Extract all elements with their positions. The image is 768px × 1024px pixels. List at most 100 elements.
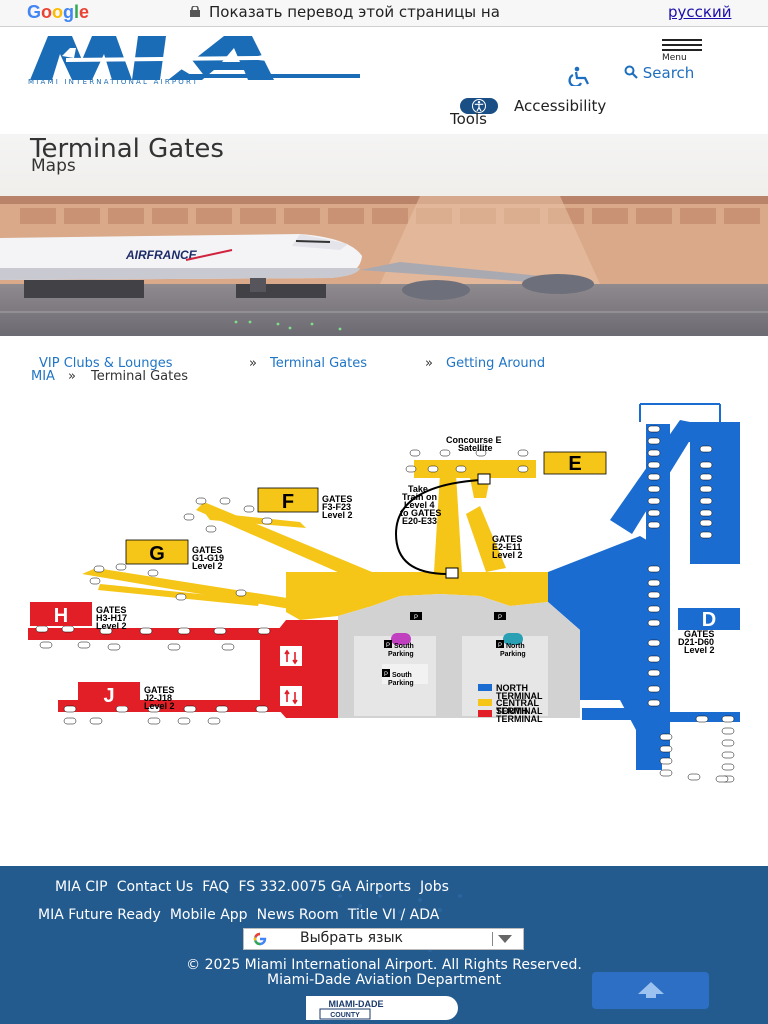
footer-link-mobile-app[interactable]: Mobile App — [169, 907, 248, 923]
gates-e-line1: GATES — [492, 534, 522, 544]
county-logo-line2: COUNTY — [330, 1012, 360, 1019]
parking-label-north: North — [506, 643, 525, 650]
breadcrumb-link-getting-around[interactable]: Getting Around — [446, 356, 546, 371]
chevron-down-icon — [498, 935, 512, 943]
breadcrumb-separator: » — [249, 356, 257, 371]
svg-text:P: P — [386, 643, 390, 649]
accessibility-person-icon — [472, 99, 486, 113]
mia-logo[interactable]: MIAMI INTERNATIONAL AIRPORT — [26, 34, 360, 90]
copyright-text: © 2025 Miami International Airport. All … — [186, 957, 582, 973]
concourse-letter-h: H — [54, 605, 68, 627]
search-icon — [624, 65, 638, 79]
gates-g-line3: Level 2 — [192, 561, 223, 571]
legend-central-2: TERMINAL — [496, 706, 543, 716]
legend-north-1: NORTH — [496, 683, 528, 693]
terminal-map-graphic: P South Parking P North Parking P South … — [28, 400, 740, 785]
county-logo-graphic: MIAMI-DADE COUNTY — [306, 996, 458, 1020]
legend-north-2: TERMINAL — [496, 691, 543, 701]
footer-link-title-vi-ada[interactable]: Title VI / ADA — [347, 907, 440, 923]
parking-labels: P South Parking P North Parking P South … — [382, 633, 526, 687]
breadcrumb-separator: » — [425, 356, 433, 371]
concourse-e-satellite-title: Concourse E — [446, 435, 502, 445]
svg-text:P: P — [384, 672, 388, 678]
legend-central-1: CENTRAL — [496, 698, 539, 708]
train-note-3: Level 4 — [404, 500, 435, 510]
legend-south-1: SOUTH — [496, 706, 528, 716]
language-select-label: Выбрать язык — [300, 930, 403, 946]
footer-links-row-2: MIA Future Ready Mobile App News Room Ti… — [38, 904, 439, 923]
concourse-letter-e: E — [568, 453, 581, 475]
footer-link-faq[interactable]: FAQ — [202, 879, 230, 895]
gates-g-line1: GATES — [192, 545, 222, 555]
gates-d-line2: D21-D60 — [678, 637, 714, 647]
back-to-top-button[interactable] — [592, 972, 709, 1009]
miami-dade-county-logo[interactable]: MIAMI-DADE COUNTY — [306, 996, 462, 1020]
train-note-5: E20-E33 — [402, 516, 437, 526]
parking-label-north-line2: Parking — [500, 651, 526, 658]
search-label: Search — [642, 64, 695, 82]
gates-e-line2: E2-E11 — [492, 542, 522, 552]
search-link[interactable]: Search — [624, 64, 694, 82]
county-logo-line1: MIAMI-DADE — [329, 999, 384, 1009]
gates-h-line1: GATES — [96, 605, 126, 615]
breadcrumb-link-terminal-gates[interactable]: Terminal Gates — [270, 356, 367, 371]
train-note-4: to GATES — [400, 508, 441, 518]
gates-j-line2: J2-J18 — [144, 693, 172, 703]
svg-text:P: P — [498, 643, 502, 649]
lock-icon — [190, 6, 200, 17]
translate-language-link[interactable]: русский — [668, 3, 732, 21]
logo-subtitle: MIAMI INTERNATIONAL AIRPORT — [28, 78, 200, 86]
breadcrumb-link-vip[interactable]: VIP Clubs & Lounges — [39, 356, 173, 371]
google-logo: Google — [27, 2, 90, 22]
accessibility-tools-label[interactable]: Tools — [450, 110, 487, 128]
accessibility-icon[interactable] — [460, 98, 498, 114]
department-text: Miami-Dade Aviation Department — [267, 972, 501, 988]
footer-link-contact-us[interactable]: Contact Us — [116, 879, 194, 895]
gates-d-line3: Level 2 — [684, 645, 715, 655]
parking-label-south-2-line2: Parking — [388, 680, 414, 687]
gates-f-line3: Level 2 — [322, 510, 353, 520]
concourse-letter-g: G — [149, 543, 165, 565]
menu-label: Menu — [662, 53, 687, 63]
parking-label-south-2: South — [392, 672, 412, 679]
concourse-letter-f: F — [282, 491, 294, 513]
translate-bar: Google Показать перевод этой страницы на… — [0, 0, 768, 27]
train-note-1: Take — [408, 484, 428, 494]
terminal-map[interactable]: P South Parking P North Parking P South … — [28, 400, 740, 785]
breadcrumb-current: Terminal Gates — [91, 369, 188, 384]
concourse-letter-j: J — [103, 685, 114, 707]
breadcrumb-link-getting-around-cont[interactable]: MIA — [31, 369, 55, 384]
mia-logo-graphic — [30, 36, 360, 80]
google-g-icon — [253, 932, 267, 946]
gates-h-line2: H3-H17 — [96, 613, 127, 623]
gates-f-line2: F3-F23 — [322, 502, 351, 512]
footer-link-future-ready[interactable]: MIA Future Ready — [38, 907, 161, 923]
svg-text:P: P — [498, 615, 502, 621]
footer-link-news-room[interactable]: News Room — [256, 907, 339, 923]
footer-link-jobs[interactable]: Jobs — [420, 879, 449, 895]
gates-d-line1: GATES — [684, 629, 714, 639]
parking-label-south-1-line2: Parking — [388, 651, 414, 658]
footer-links-row-1: MIA CIP Contact Us FAQ FS 332.0075 GA Ai… — [55, 876, 449, 895]
gates-j-line3: Level 2 — [144, 701, 175, 711]
concourse-letter-d: D — [702, 609, 716, 631]
menu-button[interactable]: Menu — [660, 36, 706, 64]
gates-h-line3: Level 2 — [96, 621, 127, 631]
wheelchair-icon[interactable] — [561, 66, 595, 86]
hero-image: AIRFRANCE — [0, 134, 768, 336]
arrow-up-icon — [638, 982, 664, 998]
accessibility-label[interactable]: Accessibility — [514, 97, 607, 115]
parking-label-south-1: South — [394, 643, 414, 650]
translate-message: Показать перевод этой страницы на — [209, 3, 500, 21]
plane-livery-text: AIRFRANCE — [125, 248, 198, 262]
footer-link-fs-ga-airports[interactable]: FS 332.0075 GA Airports — [238, 879, 411, 895]
concourse-badges: E F G H J D — [30, 451, 740, 707]
gates-f-line1: GATES — [322, 494, 352, 504]
map-legend: NORTH TERMINAL CENTRAL TERMINAL SOUTH TE… — [478, 683, 543, 724]
gates-g-line2: G1-G19 — [192, 553, 224, 563]
svg-text:P: P — [414, 615, 418, 621]
page-subtitle: Maps — [31, 156, 76, 176]
legend-south-2: TERMINAL — [496, 714, 543, 724]
footer-link-mia-cip[interactable]: MIA CIP — [55, 879, 108, 895]
language-select[interactable]: Выбрать язык — [243, 928, 524, 950]
